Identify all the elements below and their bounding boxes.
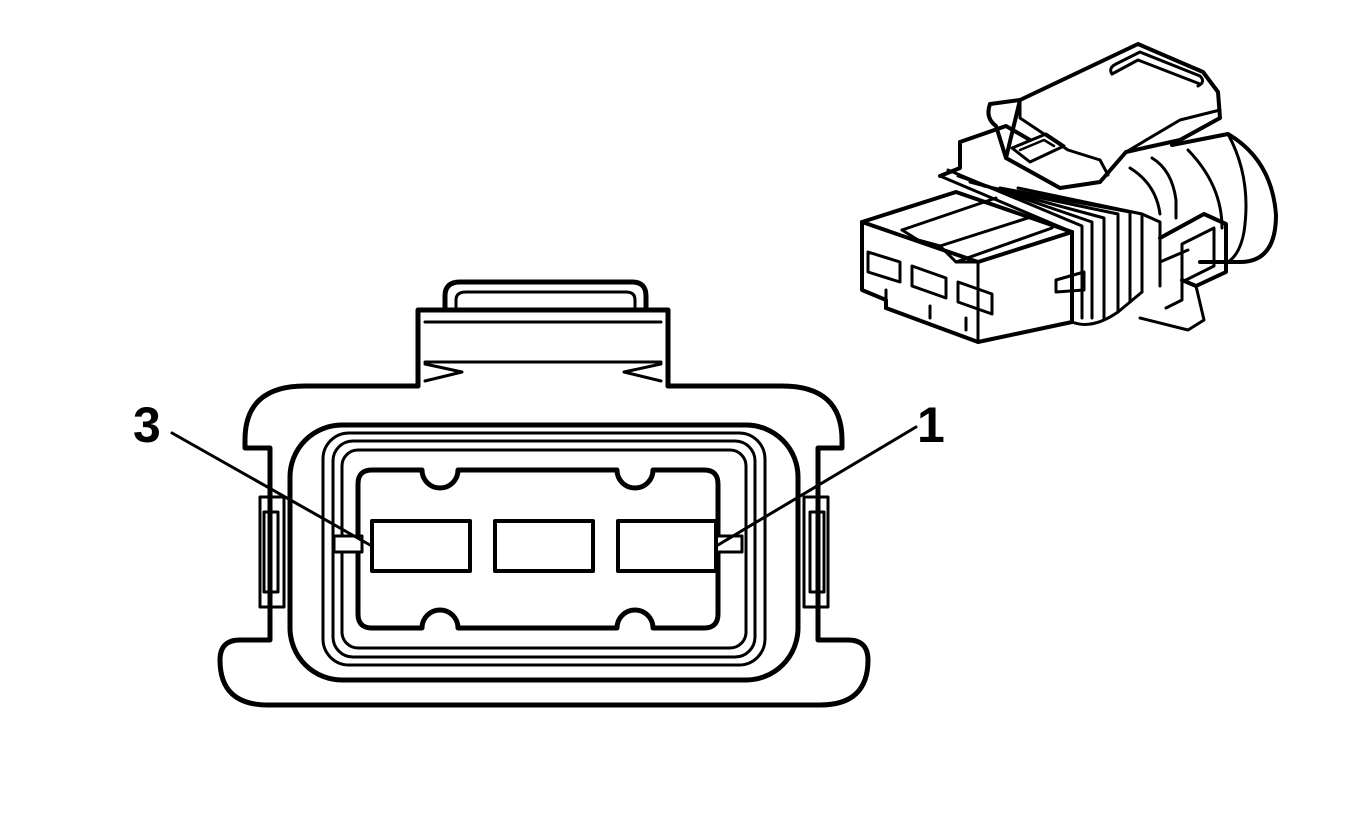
connector-isometric-view <box>860 42 1278 344</box>
connector-face-view: 3 1 <box>133 279 945 708</box>
iso-terminal-window-3 <box>866 250 902 284</box>
iso-terminal-window-2 <box>910 264 948 300</box>
latch-tab <box>415 279 671 389</box>
terminal-housing <box>860 190 1086 344</box>
leader-line-3 <box>170 431 372 547</box>
terminal-cavity-2 <box>493 519 595 573</box>
seal-ribs <box>938 168 1162 326</box>
side-clip-right <box>802 495 830 609</box>
housing-shoulder <box>938 98 1178 220</box>
latch-lever <box>1004 42 1222 190</box>
side-clip-left <box>258 495 286 609</box>
iso-terminal-window-1 <box>956 280 994 316</box>
pin-label-3: 3 <box>133 397 161 453</box>
pin-label-1: 1 <box>917 397 945 453</box>
terminal-cavity-1 <box>616 519 718 573</box>
terminal-cavity-3 <box>370 519 472 573</box>
outer-housing <box>217 383 871 708</box>
isometric-side-clip <box>1138 212 1228 332</box>
wire-boot <box>1170 132 1278 264</box>
leader-line-1 <box>716 425 918 547</box>
